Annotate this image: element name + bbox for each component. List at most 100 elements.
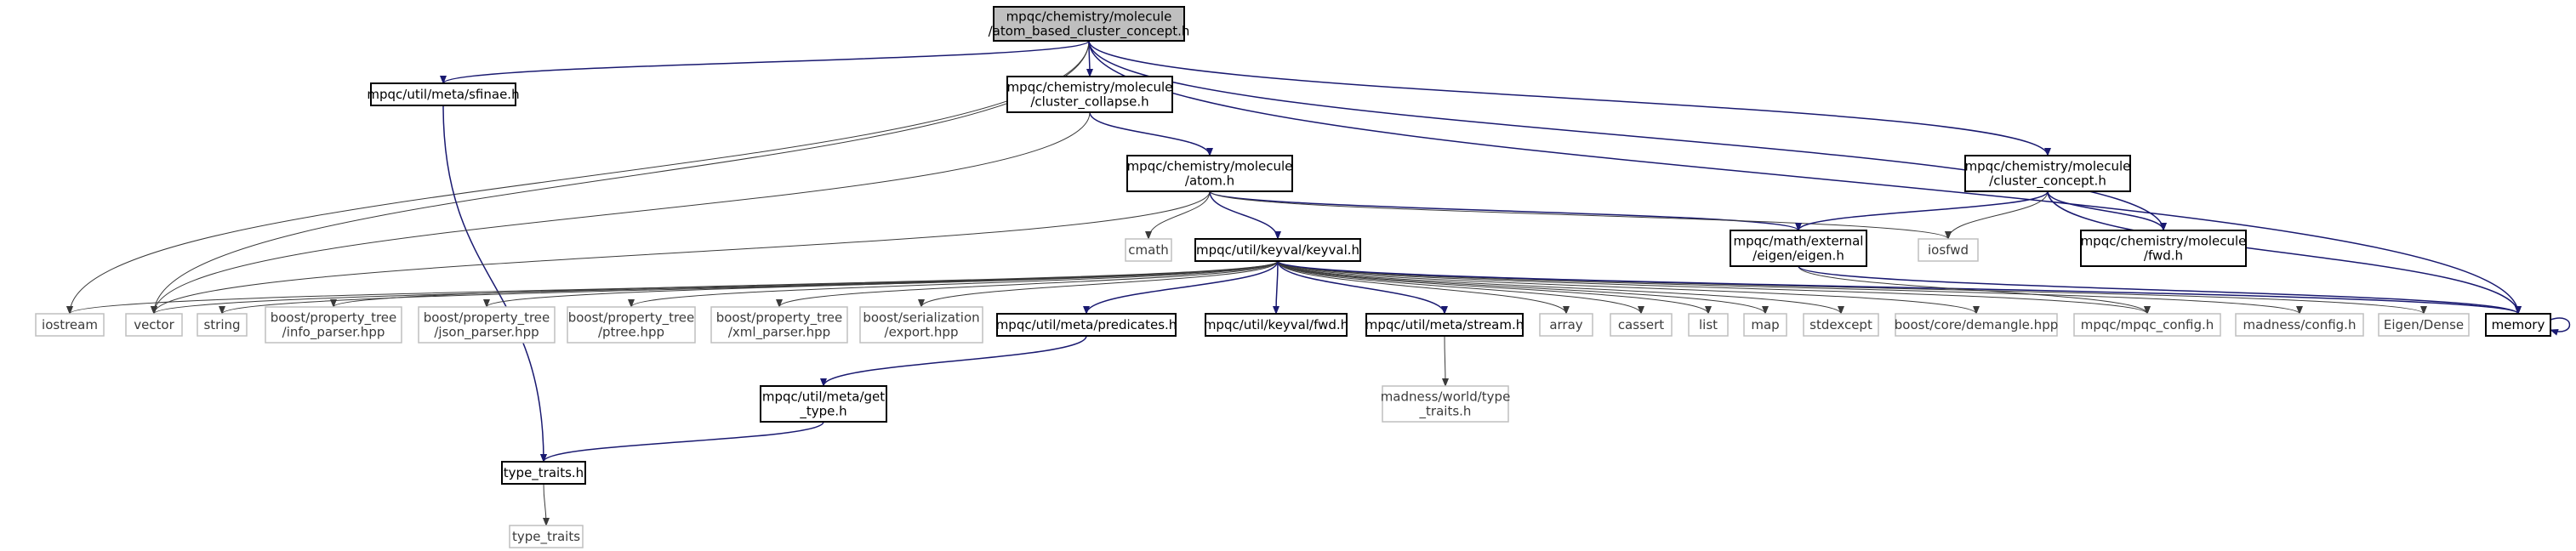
node-box-madness_type_traits: [1382, 385, 1509, 423]
node-box-stdexcept: [1803, 313, 1879, 337]
node-box-type_traits_h: [501, 461, 586, 485]
node-label-iosfwd-0: iosfwd: [1928, 242, 1969, 258]
node-label-xml_parser-0: boost/property_tree: [716, 310, 843, 327]
node-box-cassert: [1610, 313, 1673, 337]
node-box-cluster_collapse: [1006, 76, 1173, 113]
node-label-eigen-1: /eigen/eigen.h: [1752, 248, 1844, 264]
node-label-iostream-0: iostream: [42, 317, 98, 332]
node-cluster_concept[interactable]: mpqc/chemistry/molecule/cluster_concept.…: [1964, 155, 2131, 192]
edge-cluster_concept-to-iosfwd: [1945, 190, 2049, 240]
node-type_traits: type_traits: [509, 525, 584, 548]
node-label-root-0: mpqc/chemistry/molecule: [1006, 9, 1172, 25]
node-box-list: [1688, 313, 1729, 337]
node-label-mpqc_config-0: mpqc/mpqc_config.h: [2081, 317, 2214, 333]
node-layer: mpqc/chemistry/molecule/atom_based_clust…: [35, 6, 2551, 548]
node-label-cmath-0: cmath: [1128, 242, 1168, 258]
node-label-keyval-0: mpqc/util/keyval/keyval.h: [1196, 242, 1359, 258]
edge-atom-to-iosfwd: [1209, 190, 1952, 240]
node-cassert: cassert: [1610, 313, 1673, 337]
node-box-map: [1743, 313, 1787, 337]
edge-keyval-to-list: [1277, 260, 1712, 315]
node-sfinae[interactable]: mpqc/util/meta/sfinae.h: [367, 82, 520, 106]
edge-atom-to-vector: [151, 190, 1211, 315]
node-get_type[interactable]: mpqc/util/meta/get_type.h: [760, 385, 887, 423]
node-label-list-0: list: [1699, 317, 1718, 332]
node-label-keyval_fwd-0: mpqc/util/keyval/fwd.h: [1204, 317, 1348, 332]
node-label-madness_config-0: madness/config.h: [2243, 317, 2357, 332]
node-label-type_traits-0: type_traits: [512, 529, 580, 545]
edge-cluster_collapse-to-atom: [1089, 111, 1213, 156]
node-box-predicates: [996, 313, 1177, 337]
node-label-cluster_collapse-1: /cluster_collapse.h: [1030, 94, 1148, 111]
node-box-madness_config: [2235, 313, 2364, 337]
edge-keyval-to-info_parser: [330, 260, 1279, 308]
node-list: list: [1688, 313, 1729, 337]
edge-predicates-to-get_type: [820, 335, 1087, 387]
node-iostream: iostream: [35, 313, 105, 337]
node-box-vector: [125, 313, 183, 337]
node-box-array: [1539, 313, 1593, 337]
node-label-serialization_export-1: /export.hpp: [885, 325, 959, 340]
node-root[interactable]: mpqc/chemistry/molecule/atom_based_clust…: [989, 6, 1190, 42]
node-madness_type_traits: madness/world/type_traits.h: [1381, 385, 1510, 423]
node-keyval[interactable]: mpqc/util/keyval/keyval.h: [1194, 238, 1361, 262]
node-json_parser: boost/property_tree/json_parser.hpp: [418, 306, 556, 344]
node-box-cluster_concept: [1964, 155, 2131, 192]
node-type_traits_h[interactable]: type_traits.h: [501, 461, 586, 485]
node-box-info_parser: [265, 306, 402, 344]
edge-root-to-vector: [151, 40, 1090, 315]
edge-eigen-to-memory: [1798, 265, 2522, 315]
edge-atom-to-eigen: [1209, 190, 1802, 231]
edge-root-to-sfinae: [440, 40, 1090, 84]
edge-keyval-to-xml_parser: [776, 260, 1279, 308]
node-label-vector-0: vector: [134, 317, 174, 332]
edge-cluster_concept-to-eigen: [1795, 190, 2049, 231]
node-eigen[interactable]: mpqc/math/external/eigen/eigen.h: [1730, 230, 1867, 267]
node-label-mol_fwd-1: /fwd.h: [2144, 248, 2183, 264]
node-label-json_parser-1: /json_parser.hpp: [434, 325, 539, 341]
node-label-root-1: /atom_based_cluster_concept.h: [989, 24, 1190, 40]
node-box-keyval: [1194, 238, 1361, 262]
node-label-stdexcept-0: stdexcept: [1809, 317, 1872, 332]
edge-keyval-to-vector: [151, 260, 1279, 315]
node-label-array-0: array: [1549, 317, 1582, 332]
edge-memory-to-memory: [2550, 317, 2571, 336]
node-box-serialization_export: [859, 306, 983, 344]
node-memory[interactable]: memory: [2485, 313, 2551, 337]
node-box-stream: [1365, 313, 1524, 337]
node-keyval_fwd[interactable]: mpqc/util/keyval/fwd.h: [1204, 313, 1348, 337]
node-box-atom: [1126, 155, 1293, 192]
node-label-json_parser-0: boost/property_tree: [424, 310, 550, 327]
node-info_parser: boost/property_tree/info_parser.hpp: [265, 306, 402, 344]
edge-keyval-to-string: [219, 260, 1279, 315]
node-array: array: [1539, 313, 1593, 337]
node-cluster_collapse[interactable]: mpqc/chemistry/molecule/cluster_collapse…: [1006, 76, 1173, 113]
node-label-madness_type_traits-1: _traits.h: [1419, 404, 1472, 420]
edge-atom-to-cmath: [1145, 190, 1211, 240]
node-iosfwd: iosfwd: [1918, 238, 1979, 262]
node-label-cluster_concept-0: mpqc/chemistry/molecule: [1965, 159, 2131, 174]
node-serialization_export: boost/serialization/export.hpp: [859, 306, 983, 344]
node-atom[interactable]: mpqc/chemistry/molecule/atom.h: [1126, 155, 1293, 192]
node-stream[interactable]: mpqc/util/meta/stream.h: [1365, 313, 1525, 337]
node-mpqc_config: mpqc/mpqc_config.h: [2073, 313, 2221, 337]
node-box-mpqc_config: [2073, 313, 2221, 337]
node-eigen_dense: Eigen/Dense: [2378, 313, 2470, 337]
node-label-type_traits_h-0: type_traits.h: [504, 465, 584, 481]
node-ptree: boost/property_tree/ptree.hpp: [567, 306, 696, 344]
node-label-sfinae-0: mpqc/util/meta/sfinae.h: [367, 87, 519, 102]
edge-keyval-to-predicates: [1083, 260, 1279, 315]
node-mol_fwd[interactable]: mpqc/chemistry/molecule/fwd.h: [2080, 230, 2247, 267]
node-label-map-0: map: [1751, 317, 1779, 332]
node-label-serialization_export-0: boost/serialization: [863, 310, 979, 326]
edge-keyval-to-keyval_fwd: [1273, 260, 1280, 315]
node-box-demangle: [1895, 313, 2058, 337]
node-vector: vector: [125, 313, 183, 337]
node-predicates[interactable]: mpqc/util/meta/predicates.h: [996, 313, 1177, 337]
edge-keyval-to-madness_config: [1277, 260, 2303, 315]
edge-cluster_collapse-to-vector: [151, 111, 1091, 315]
node-label-cassert-0: cassert: [1618, 317, 1664, 332]
node-box-json_parser: [418, 306, 556, 344]
edge-keyval-to-mpqc_config: [1277, 260, 2151, 315]
edge-eigen-to-mpqc_config: [1798, 265, 2151, 315]
